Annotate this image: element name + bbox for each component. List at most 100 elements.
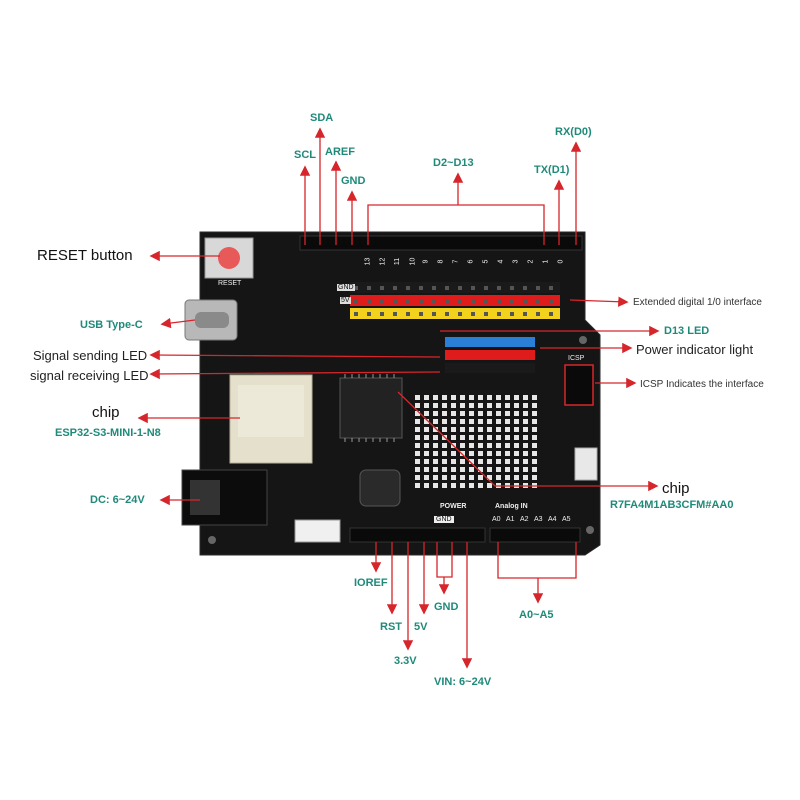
header-pin <box>549 299 553 303</box>
matrix-dot <box>523 467 528 472</box>
matrix-dot <box>532 411 537 416</box>
header-pin <box>380 299 384 303</box>
matrix-dot <box>460 443 465 448</box>
matrix-dot <box>514 419 519 424</box>
matrix-dot <box>415 483 420 488</box>
matrix-dot <box>496 475 501 480</box>
matrix-dot <box>496 459 501 464</box>
matrix-dot <box>469 483 474 488</box>
matrix-dot <box>487 419 492 424</box>
matrix-dot <box>469 467 474 472</box>
header-pin <box>367 312 371 316</box>
header-pin <box>549 286 553 290</box>
gnd-power-silk: GND <box>434 516 454 523</box>
matrix-dot <box>478 459 483 464</box>
digital-pin-number: 3 <box>512 259 520 264</box>
header-pin <box>497 312 501 316</box>
matrix-dot <box>451 475 456 480</box>
label-vin: VIN: 6~24V <box>434 676 492 688</box>
matrix-dot <box>514 451 519 456</box>
header-pin <box>510 312 514 316</box>
matrix-dot <box>424 451 429 456</box>
header-pin <box>497 286 501 290</box>
matrix-dot <box>478 483 483 488</box>
header-pin <box>354 312 358 316</box>
matrix-dot <box>415 427 420 432</box>
arrow-signal-receiving <box>149 368 441 380</box>
matrix-dot <box>478 411 483 416</box>
header-pin <box>419 299 423 303</box>
header-pin <box>406 312 410 316</box>
label-icsp-interface: ICSP Indicates the interface <box>640 379 764 390</box>
matrix-dot <box>424 475 429 480</box>
header-pin <box>393 299 397 303</box>
header-pin <box>393 312 397 316</box>
matrix-dot <box>496 419 501 424</box>
matrix-dot <box>424 395 429 400</box>
matrix-dot <box>442 459 447 464</box>
header-pin <box>484 312 488 316</box>
header-pin <box>432 286 436 290</box>
header-pin <box>458 286 462 290</box>
matrix-dot <box>460 419 465 424</box>
matrix-dot <box>460 403 465 408</box>
digital-pin-number: 9 <box>422 259 430 264</box>
header-pin <box>536 312 540 316</box>
matrix-dot <box>469 475 474 480</box>
header-pin <box>406 286 410 290</box>
matrix-dot <box>415 419 420 424</box>
matrix-dot <box>469 443 474 448</box>
extended-pins <box>354 286 553 316</box>
matrix-dot <box>478 427 483 432</box>
header-pin <box>432 312 436 316</box>
matrix-dot <box>487 403 492 408</box>
matrix-dot <box>460 475 465 480</box>
label-reset-button: RESET button <box>37 247 133 264</box>
matrix-dot <box>415 475 420 480</box>
label-gnd-top: GND <box>341 175 366 187</box>
analog-pin-number: A1 <box>506 516 515 523</box>
label-extended-digital: Extended digital 1/0 interface <box>633 297 762 308</box>
matrix-dot <box>451 451 456 456</box>
analog-pin-number: A3 <box>534 516 543 523</box>
matrix-dot <box>460 427 465 432</box>
matrix-dot <box>442 443 447 448</box>
label-dc: DC: 6~24V <box>90 494 145 506</box>
matrix-dot <box>487 459 492 464</box>
matrix-dot <box>496 403 501 408</box>
digital-pin-number: 4 <box>497 259 505 264</box>
label-gnd-bottom: GND <box>434 601 459 613</box>
matrix-dot <box>469 419 474 424</box>
matrix-dot <box>460 451 465 456</box>
matrix-dot <box>532 443 537 448</box>
matrix-dot <box>460 435 465 440</box>
matrix-dot <box>460 483 465 488</box>
gnd-tag: GND <box>337 284 355 291</box>
matrix-dot <box>442 427 447 432</box>
matrix-dot <box>505 427 510 432</box>
matrix-dot <box>523 451 528 456</box>
matrix-dot <box>469 403 474 408</box>
matrix-dot <box>433 411 438 416</box>
matrix-dot <box>496 467 501 472</box>
digital-pin-number: 13 <box>364 257 372 266</box>
extended-header-gnd <box>350 282 560 293</box>
header-pin <box>471 312 475 316</box>
label-rx-d0: RX(D0) <box>555 126 592 138</box>
matrix-dot <box>532 435 537 440</box>
matrix-dot <box>505 443 510 448</box>
label-sda: SDA <box>310 112 334 124</box>
matrix-dot <box>532 419 537 424</box>
matrix-dot <box>460 395 465 400</box>
matrix-dot <box>415 395 420 400</box>
header-pin <box>458 299 462 303</box>
matrix-dot <box>433 427 438 432</box>
matrix-dot <box>478 443 483 448</box>
matrix-dot <box>532 395 537 400</box>
label-tx-d1: TX(D1) <box>534 164 570 176</box>
analog-pin-number: A0 <box>492 516 501 523</box>
matrix-dot <box>487 467 492 472</box>
matrix-dot <box>424 403 429 408</box>
matrix-dot <box>523 435 528 440</box>
